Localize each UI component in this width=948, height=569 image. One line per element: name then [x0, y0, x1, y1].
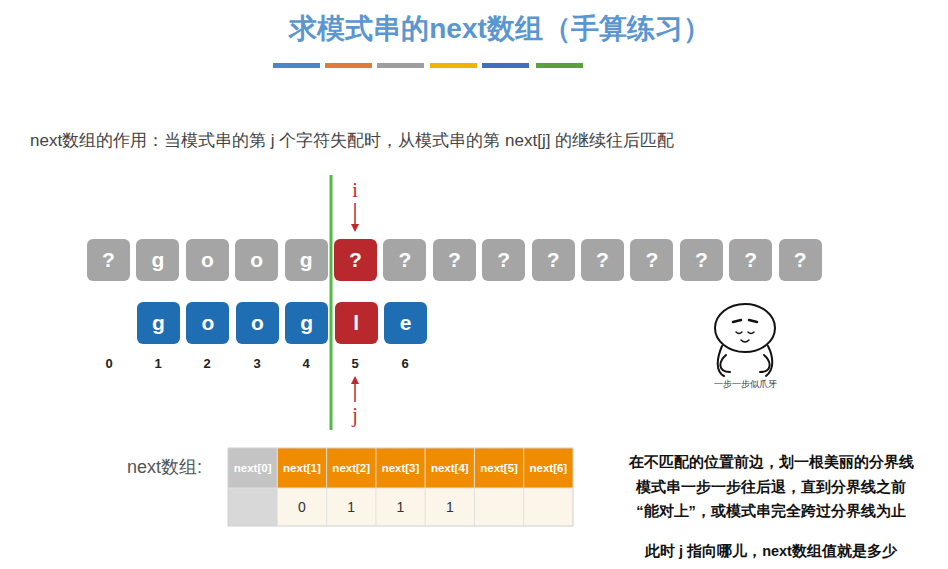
text-char-box: ? [433, 239, 476, 281]
text-char-box: ? [334, 239, 377, 281]
char-text: g [151, 248, 164, 272]
table-header: next[0] [234, 462, 272, 474]
char-text: g [300, 248, 313, 272]
text-char-box: ? [581, 239, 624, 281]
pattern-char-box: g [285, 302, 328, 344]
text-char-box: ? [383, 239, 426, 281]
note-text: 此时 j 指向哪儿，next数组值就是多少 [645, 542, 897, 561]
text-char-box: o [235, 239, 278, 281]
table-header: next[6] [530, 462, 568, 474]
color-bars [273, 63, 583, 68]
char-text: ? [645, 248, 658, 272]
text-char-box: ? [779, 239, 822, 281]
char-text: ? [744, 248, 757, 272]
text-char-box: g [285, 239, 328, 281]
note-text: “能对上”，或模式串完全跨过分界线为止 [636, 502, 906, 521]
pointer-label: j [352, 404, 358, 427]
pattern-char-box: e [384, 302, 427, 344]
text-char-box: o [186, 239, 229, 281]
text-char-box: ? [630, 239, 673, 281]
note-text: 模式串一步一步往后退，直到分界线之前 [636, 478, 906, 497]
next-table [228, 448, 573, 526]
text-char-box: ? [87, 239, 130, 281]
pointer-arrow [354, 378, 356, 402]
char-text: o [201, 311, 214, 335]
char-text: ? [102, 248, 115, 272]
index-number: 1 [154, 356, 161, 371]
char-text: o [251, 311, 264, 335]
char-text: ? [349, 248, 362, 272]
index-number: 0 [105, 356, 112, 371]
index-number: 6 [401, 356, 408, 371]
table-cell: 1 [397, 499, 405, 515]
char-text: ? [596, 248, 609, 272]
array-label: next数组: [127, 455, 202, 479]
index-number: 3 [253, 356, 260, 371]
index-number: 5 [351, 356, 358, 371]
text-char-box: g [136, 239, 179, 281]
table-header: next[2] [332, 462, 370, 474]
char-text: ? [547, 248, 560, 272]
text-char-box: ? [482, 239, 525, 281]
char-text: ? [448, 248, 461, 272]
pattern-char-box: o [236, 302, 279, 344]
table-cell: 1 [347, 499, 355, 515]
cartoon-figure [715, 304, 775, 376]
divider-line [330, 175, 333, 430]
pointer-arrow [354, 203, 356, 230]
char-text: ? [794, 248, 807, 272]
char-text: ? [398, 248, 411, 272]
char-text: g [152, 311, 165, 335]
title: 求模式串的next数组（手算练习） [289, 10, 711, 48]
pointer-label: i [352, 179, 358, 202]
note-text: 在不匹配的位置前边，划一根美丽的分界线 [629, 453, 914, 472]
char-text: l [353, 311, 359, 335]
char-text: ? [497, 248, 510, 272]
table-header: next[3] [382, 462, 420, 474]
char-text: ? [695, 248, 708, 272]
pattern-char-box: o [186, 302, 229, 344]
text-char-box: ? [680, 239, 723, 281]
table-header: next[5] [480, 462, 518, 474]
table-cell: 0 [298, 499, 306, 515]
pattern-char-box: l [335, 302, 378, 344]
table-header: next[4] [431, 462, 469, 474]
index-number: 2 [203, 356, 210, 371]
text-char-box: ? [532, 239, 575, 281]
char-text: e [400, 311, 412, 335]
pattern-char-box: g [137, 302, 180, 344]
char-text: o [250, 248, 263, 272]
char-text: g [300, 311, 313, 335]
description: next数组的作用：当模式串的第 j 个字符失配时，从模式串的第 next[j]… [30, 129, 674, 152]
index-number: 4 [302, 356, 309, 371]
char-text: o [201, 248, 214, 272]
cartoon-caption: 一步一步似爪牙 [714, 379, 777, 391]
table-cell: 1 [446, 499, 454, 515]
text-char-box: ? [729, 239, 772, 281]
table-header: next[1] [283, 462, 321, 474]
